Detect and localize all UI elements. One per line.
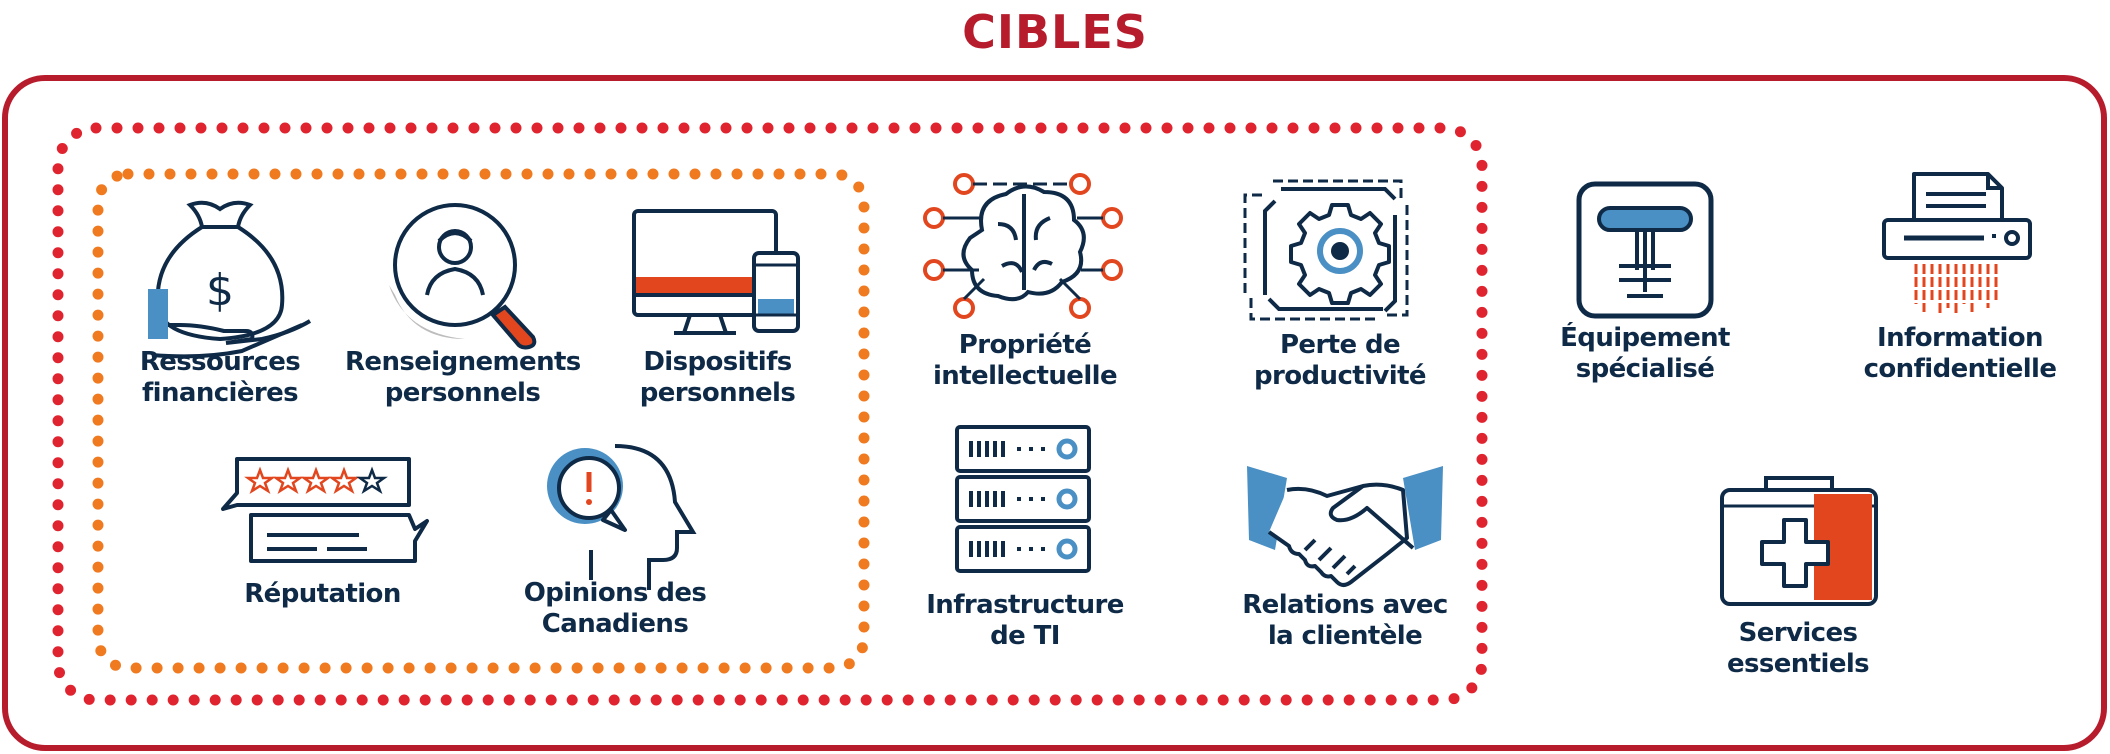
target-reputation: Réputation — [215, 455, 430, 625]
devices-icon — [632, 209, 800, 335]
first-aid-kit-icon — [1720, 476, 1878, 606]
target-relations-clientele: Relations avec la clientèle — [1242, 460, 1448, 665]
money-bag-hand-icon: $ — [148, 200, 312, 359]
target-label: confidentielle — [1863, 354, 2057, 384]
shredder-icon — [1882, 172, 2032, 314]
target-label: Propriété — [958, 330, 1092, 360]
target-label: Relations avec — [1242, 590, 1448, 620]
target-ressources-financieres: $ Ressources financières — [130, 195, 312, 415]
brain-circuit-icon — [923, 173, 1123, 319]
target-services-essentiels: Services essentiels — [1718, 470, 1880, 685]
handshake-icon — [1247, 466, 1443, 587]
target-label: Services — [1738, 618, 1858, 648]
target-label: productivité — [1254, 361, 1427, 391]
target-perte-productivite: Perte de productivité — [1235, 175, 1445, 400]
target-equipement-specialise: Équipement spécialisé — [1560, 180, 1730, 395]
valve-icon — [1576, 181, 1714, 319]
rating-stars-icon — [221, 457, 429, 563]
target-propriete-intellectuelle: Propriété intellectuelle — [920, 170, 1130, 400]
target-label: Ressources — [139, 347, 301, 377]
target-label: spécialisé — [1575, 354, 1715, 384]
target-label: Canadiens — [541, 609, 689, 639]
target-label: Opinions des — [523, 578, 707, 608]
svg-text:$: $ — [206, 265, 234, 316]
head-alert-icon — [547, 444, 697, 590]
gear-cycle-icon — [1243, 179, 1409, 321]
outer-frame — [2, 75, 2107, 751]
middle-dotted-frame — [52, 122, 1488, 706]
target-opinions-canadiens: Opinions des Canadiens — [524, 440, 707, 650]
target-information-confidentielle: Information confidentielle — [1864, 170, 2057, 395]
magnifier-person-icon — [389, 203, 537, 350]
target-label: Infrastructure — [926, 590, 1124, 620]
target-label: personnels — [384, 378, 541, 408]
target-label: de TI — [990, 621, 1060, 651]
target-label: Réputation — [244, 579, 401, 609]
target-label: Perte de — [1279, 330, 1401, 360]
server-rack-icon — [955, 425, 1091, 573]
target-label: personnels — [639, 378, 796, 408]
diagram-title: CIBLES — [962, 5, 1148, 59]
target-label: la clientèle — [1267, 621, 1423, 651]
target-label: Dispositifs — [643, 347, 792, 377]
inner-dotted-frame — [92, 168, 870, 674]
target-label: essentiels — [1726, 649, 1870, 679]
target-label: intellectuelle — [933, 361, 1118, 391]
target-label: Équipement — [1560, 323, 1730, 353]
target-label: Renseignements — [345, 347, 581, 377]
target-infrastructure-ti: Infrastructure de TI — [926, 425, 1124, 665]
target-dispositifs-personnels: Dispositifs personnels — [630, 195, 805, 415]
target-label: financières — [141, 378, 299, 408]
target-renseignements-personnels: Renseignements personnels — [345, 195, 581, 415]
target-label: Information — [1877, 323, 2044, 353]
